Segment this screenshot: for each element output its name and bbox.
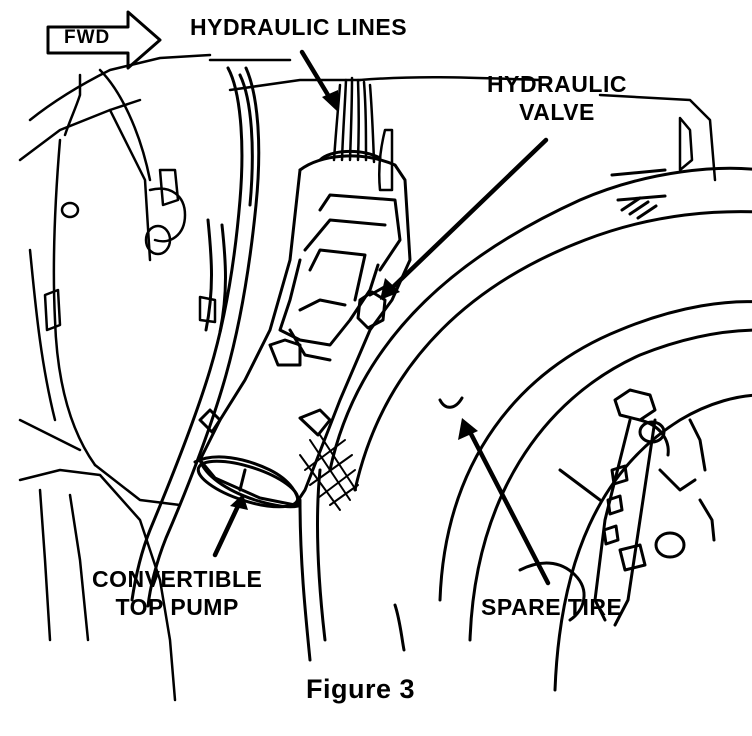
pump-leader [212,503,241,558]
convertible-top-pump-label-line1: CONVERTIBLE [92,566,263,592]
spare-leader [467,429,551,586]
hydraulic-valve-label: HYDRAULIC VALVE [487,70,627,126]
spare-arrow-icon [458,418,478,440]
tire-hold-down [518,388,716,627]
hydraulic-valve-label-line1: HYDRAULIC [487,71,627,97]
fwd-label: FWD [64,27,111,48]
tread-hatching [299,434,359,511]
fwd-arrow-icon [46,10,162,70]
figure-caption: Figure 3 [306,674,416,704]
pump-arrow-icon [230,494,248,510]
valve-leader [389,137,549,291]
body-panel [18,53,717,702]
lines-leader [299,49,334,103]
hydraulic-lines-bundle [332,76,376,164]
pump-assembly [193,149,412,509]
leader-lines [212,49,551,586]
hydraulic-lines-label: HYDRAULIC LINES [190,14,408,40]
hydraulic-valve-label-line2: VALVE [519,99,595,125]
lines-arrow-icon [322,90,338,112]
leader-arrowheads [230,90,478,510]
convertible-top-pump-label-line2: TOP PUMP [115,594,239,620]
spare-tire [298,166,752,692]
valve-arrow-icon [380,278,400,300]
convertible-top-pump-label: CONVERTIBLE TOP PUMP [92,565,262,621]
spare-tire-label: SPARE TIRE [481,594,623,620]
hydraulic-hoses [130,66,261,608]
